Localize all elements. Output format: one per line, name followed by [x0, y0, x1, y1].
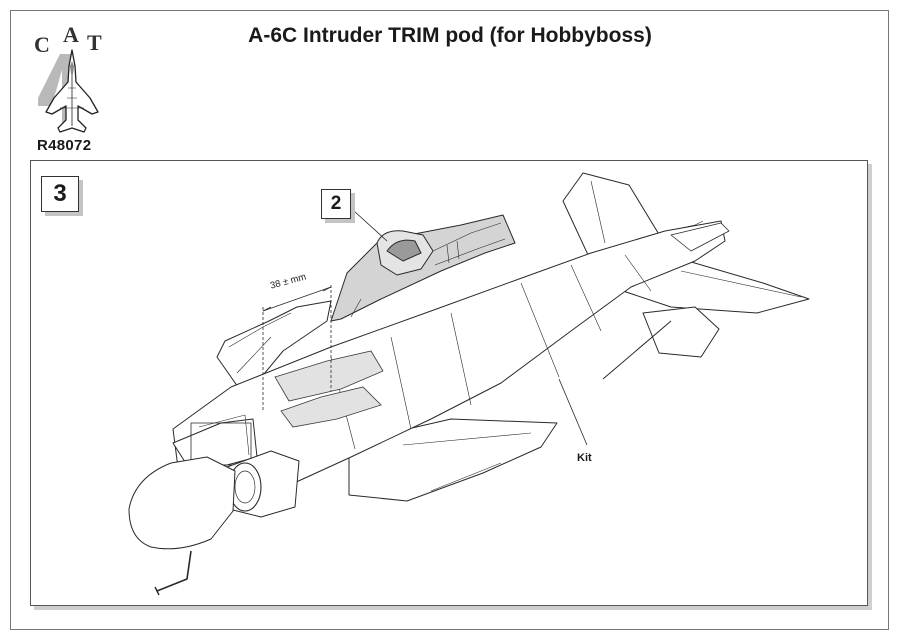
product-code: R48072	[37, 137, 92, 154]
refuel-probe	[156, 550, 192, 592]
step-number-box: 3	[41, 176, 79, 212]
kit-label: Kit	[577, 452, 592, 464]
logo-letter-c: C	[34, 32, 50, 57]
nose-radome	[128, 456, 236, 550]
page-title: A-6C Intruder TRIM pod (for Hobbyboss)	[248, 24, 652, 47]
drawing-panel: 3 2 38 ± mm Kit	[30, 160, 868, 606]
cat4-logo: C A T	[30, 22, 110, 137]
logo-letter-a: A	[63, 22, 79, 47]
trim-pod-part	[330, 214, 516, 322]
horizontal-stabilizer-left	[642, 306, 720, 358]
dimension-line	[262, 286, 332, 312]
jet-aircraft-icon	[38, 49, 99, 133]
right-wing	[348, 418, 558, 502]
kit-leader-line	[558, 378, 588, 446]
reference-step-box: 2	[321, 189, 351, 219]
aircraft-assembly-drawing	[128, 172, 810, 596]
logo-letter-t: T	[87, 30, 102, 55]
logo-letters: C A T	[30, 22, 110, 57]
